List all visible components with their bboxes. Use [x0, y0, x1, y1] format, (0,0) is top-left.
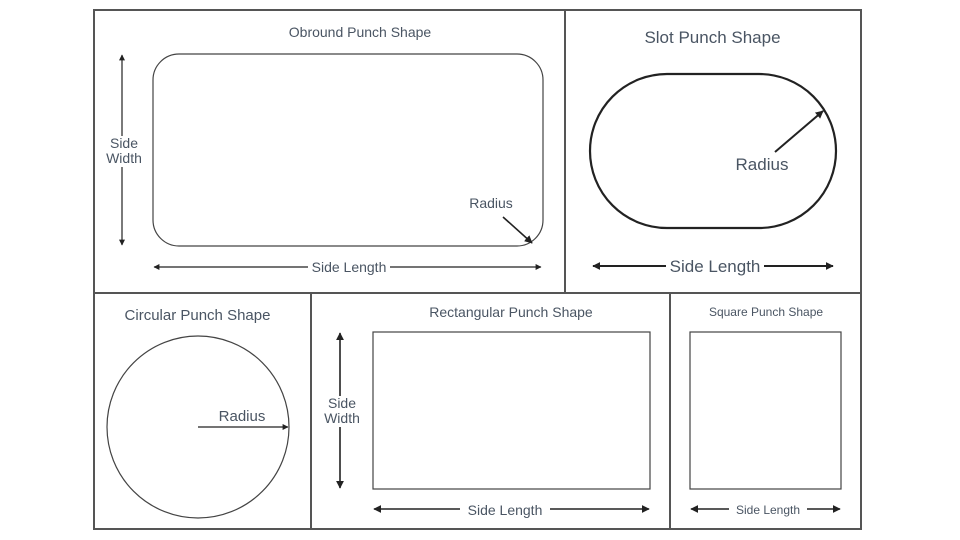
obround-shape: [152, 53, 544, 247]
circular-shape: [106, 335, 290, 519]
slot-radius-label: Radius: [735, 155, 789, 174]
rectangular-width-label: Side Width: [320, 395, 364, 427]
obround-frame: [93, 9, 566, 294]
obround-shapes: [119, 53, 544, 270]
rectangular-frame: [310, 292, 671, 530]
circular-frame: [93, 292, 312, 530]
obround-title: Obround Punch Shape: [288, 24, 432, 40]
slot-shapes: [588, 72, 838, 270]
slot-title: Slot Punch Shape: [644, 28, 781, 47]
circular-radius-label: Radius: [218, 408, 266, 425]
slot-radius-arrow: [774, 110, 824, 153]
circular-shapes: [106, 335, 290, 519]
rectangular-length-label: Side Length: [460, 502, 550, 519]
circular-title: Circular Punch Shape: [124, 307, 271, 324]
slot-length-label: Side Length: [666, 257, 764, 277]
panel-frames: [93, 9, 862, 530]
rectangular-shapes: [336, 331, 651, 513]
rectangular-title: Rectangular Punch Shape: [429, 304, 593, 320]
obround-length-label: Side Length: [308, 259, 390, 276]
obround-radius-label: Radius: [469, 195, 513, 211]
slot-frame: [564, 9, 862, 294]
slot-shape: [588, 72, 838, 230]
obround-width-label: Side Width: [103, 135, 145, 167]
obround-radius-arrow: [502, 216, 533, 244]
rectangular-shape: [372, 331, 651, 490]
square-title: Square Punch Shape: [708, 305, 824, 319]
square-frame: [669, 292, 862, 530]
square-length-label: Side Length: [729, 503, 807, 518]
square-shapes: [689, 331, 842, 513]
square-shape: [689, 331, 842, 490]
